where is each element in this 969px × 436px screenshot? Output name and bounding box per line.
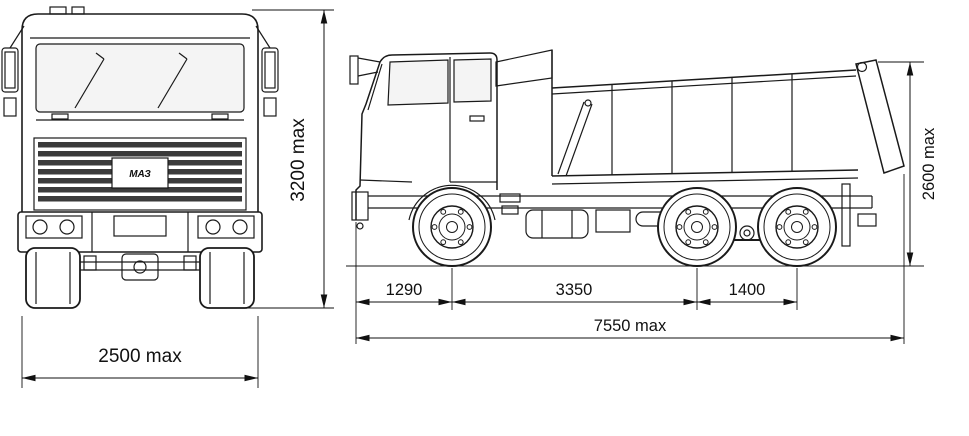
front-width-dimension [21,316,259,388]
grille-logo: МАЗ [129,169,151,180]
side-height-dimension [878,61,924,266]
wheelbase-label: 3350 [556,281,593,299]
side-axle-dimensions [355,174,905,344]
side-height-label: 2600 max [920,127,938,200]
rear-bogie-label: 1400 [729,281,766,299]
front-height-dimension [240,9,334,309]
front-view-drawing: МАЗ [1,6,279,309]
front-overhang-label: 1290 [386,281,423,299]
front-height-label: 3200 max [288,118,309,202]
front-width-label: 2500 max [98,346,182,367]
side-view-drawing [346,49,924,267]
overall-length-label: 7550 max [594,317,667,335]
